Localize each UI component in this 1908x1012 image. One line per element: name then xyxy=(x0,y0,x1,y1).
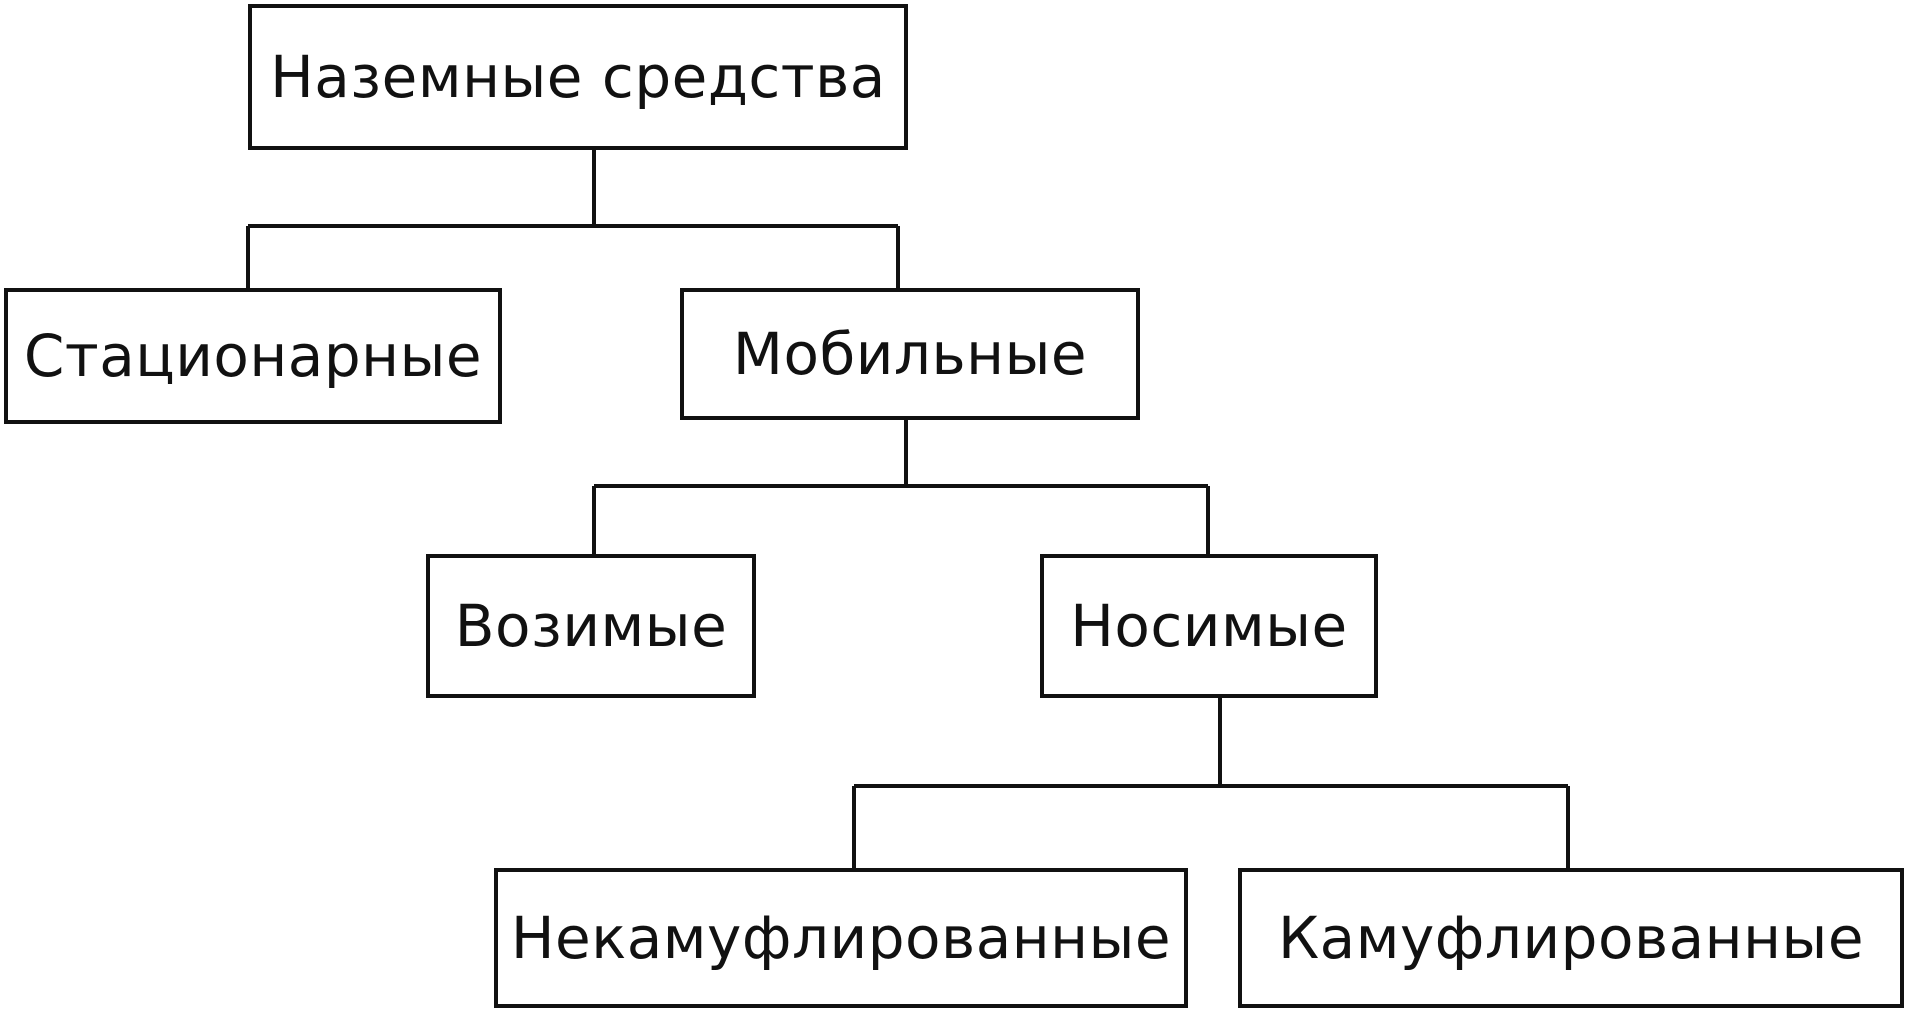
edge-portable-to-children xyxy=(852,698,1570,868)
edge-mobile-to-children xyxy=(592,420,1210,554)
node-label: Стационарные xyxy=(23,322,483,390)
node-stationary: Стационарные xyxy=(4,288,502,424)
node-camouflaged: Камуфлированные xyxy=(1238,868,1904,1008)
node-label: Некамуфлированные xyxy=(510,904,1172,972)
node-label: Носимые xyxy=(1070,592,1348,660)
node-label: Мобильные xyxy=(732,320,1088,388)
node-ground-means: Наземные средства xyxy=(248,4,908,150)
node-label: Возимые xyxy=(454,592,728,660)
node-portable: Носимые xyxy=(1040,554,1378,698)
node-mobile: Мобильные xyxy=(680,288,1140,420)
node-uncamouflaged: Некамуфлированные xyxy=(494,868,1188,1008)
node-vehicle-mounted: Возимые xyxy=(426,554,756,698)
node-label: Камуфлированные xyxy=(1278,904,1864,972)
edge-root-to-children xyxy=(246,150,900,288)
node-label: Наземные средства xyxy=(270,43,886,111)
